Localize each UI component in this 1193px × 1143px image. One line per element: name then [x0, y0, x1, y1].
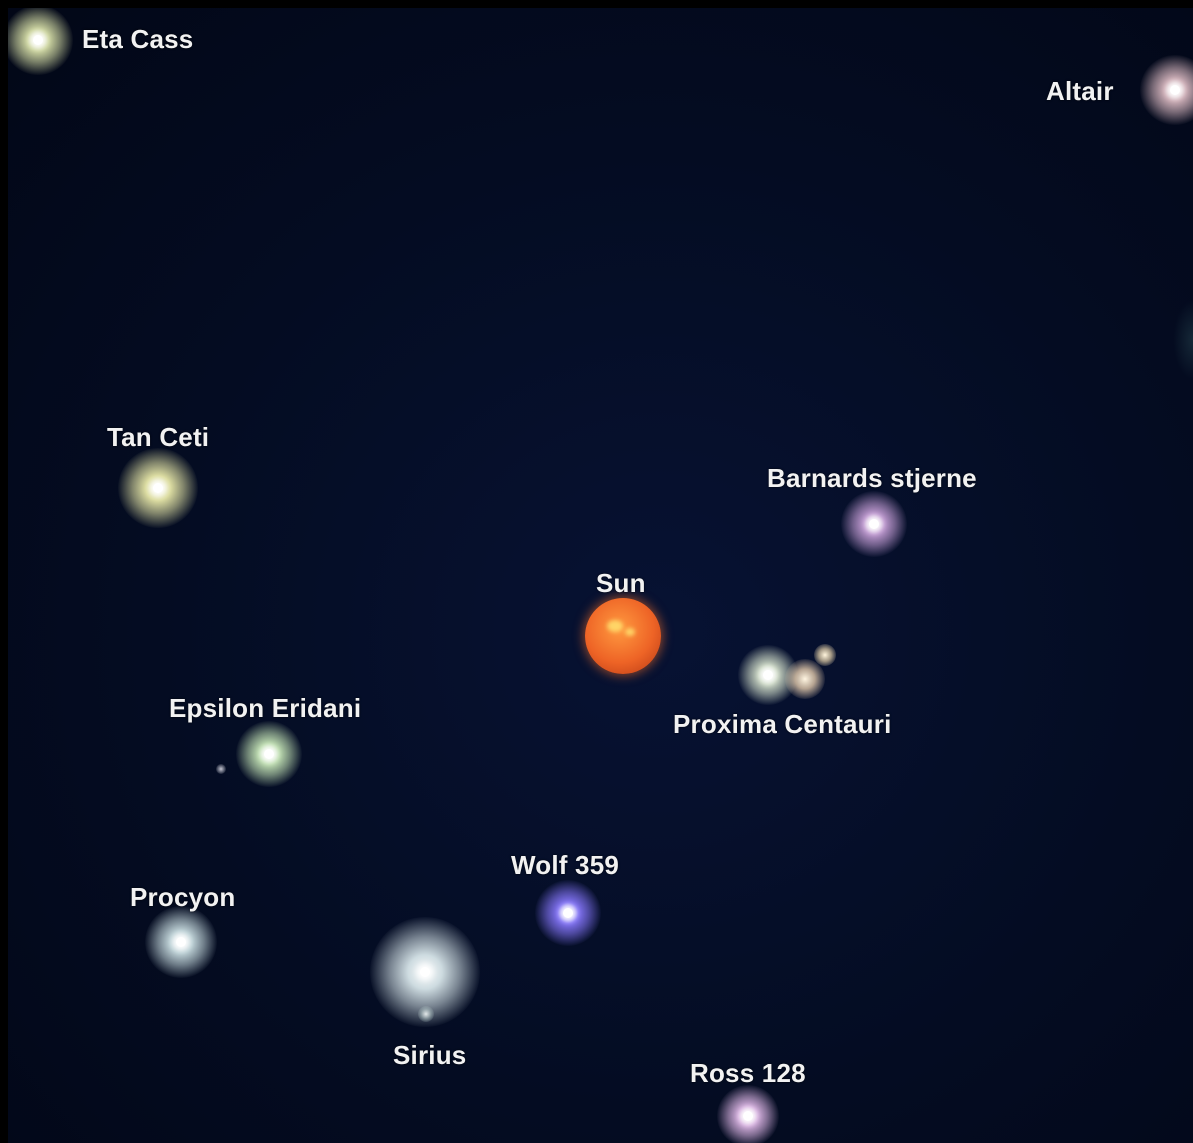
alpha-centauri-b-star: [785, 659, 825, 699]
wolf-359-star: [535, 880, 601, 946]
tau-ceti-label: Tan Ceti: [107, 422, 210, 452]
altair-star: [1140, 55, 1193, 125]
faint-edge-glow: [1173, 300, 1193, 380]
eta-cass-label: Eta Cass: [82, 24, 194, 54]
proxima-centauri-star: [814, 644, 836, 666]
epsilon-eridani-star: [236, 721, 302, 787]
sirius-b-star: [418, 1006, 434, 1022]
barnards-label: Barnards stjerne: [767, 463, 977, 493]
sun-label: Sun: [596, 568, 646, 598]
altair-label: Altair: [1046, 76, 1114, 106]
procyon-star: [145, 906, 217, 978]
epsilon-eridani-companion: [216, 764, 226, 774]
wolf-359-label: Wolf 359: [511, 850, 620, 880]
eta-cass-star: [8, 8, 73, 75]
ross-128-star: [717, 1085, 779, 1143]
ross-128-label: Ross 128: [690, 1058, 806, 1088]
sun-disc: [585, 598, 661, 674]
star-map: Eta Cass Altair Tan Ceti Barnards stjern…: [8, 8, 1193, 1143]
epsilon-eridani-label: Epsilon Eridani: [169, 693, 362, 723]
tau-ceti-star: [118, 448, 198, 528]
proxima-label: Proxima Centauri: [673, 709, 892, 739]
barnards-star: [841, 491, 907, 557]
procyon-label: Procyon: [130, 882, 236, 912]
sirius-label: Sirius: [393, 1040, 467, 1070]
